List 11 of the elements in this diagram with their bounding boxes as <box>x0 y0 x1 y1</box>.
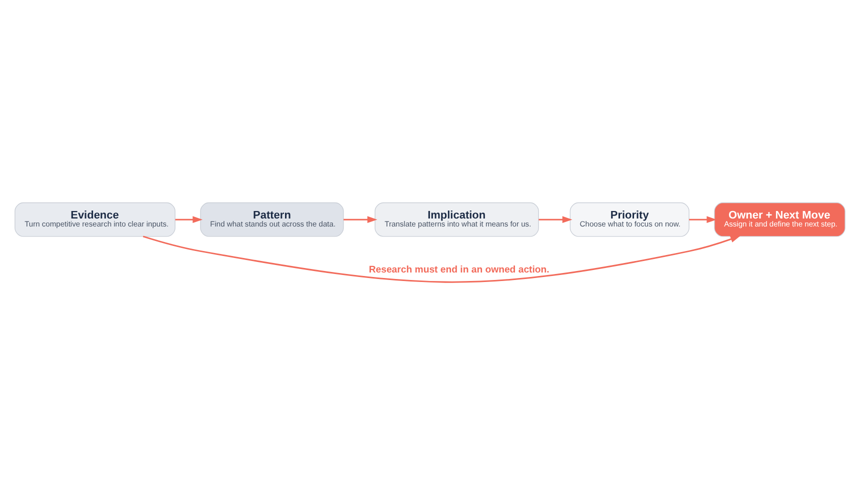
edge-label: Research must end in an owned action. <box>368 264 550 276</box>
node-box: Priority Choose what to focus on now. <box>570 202 690 236</box>
arrow <box>689 216 717 223</box>
arrow <box>538 216 572 223</box>
node-box: Pattern Find what stands out across the data. <box>200 202 344 236</box>
node-box: Evidence Turn competitive research into clear inputs. <box>14 202 176 236</box>
node-box: Implication Translate patterns into what it means for us. <box>374 202 539 236</box>
arrow <box>344 216 378 223</box>
arrow <box>142 235 740 282</box>
arrow <box>175 216 203 223</box>
node-box: Owner + Next Move Assign it and define the next step. <box>714 202 846 236</box>
